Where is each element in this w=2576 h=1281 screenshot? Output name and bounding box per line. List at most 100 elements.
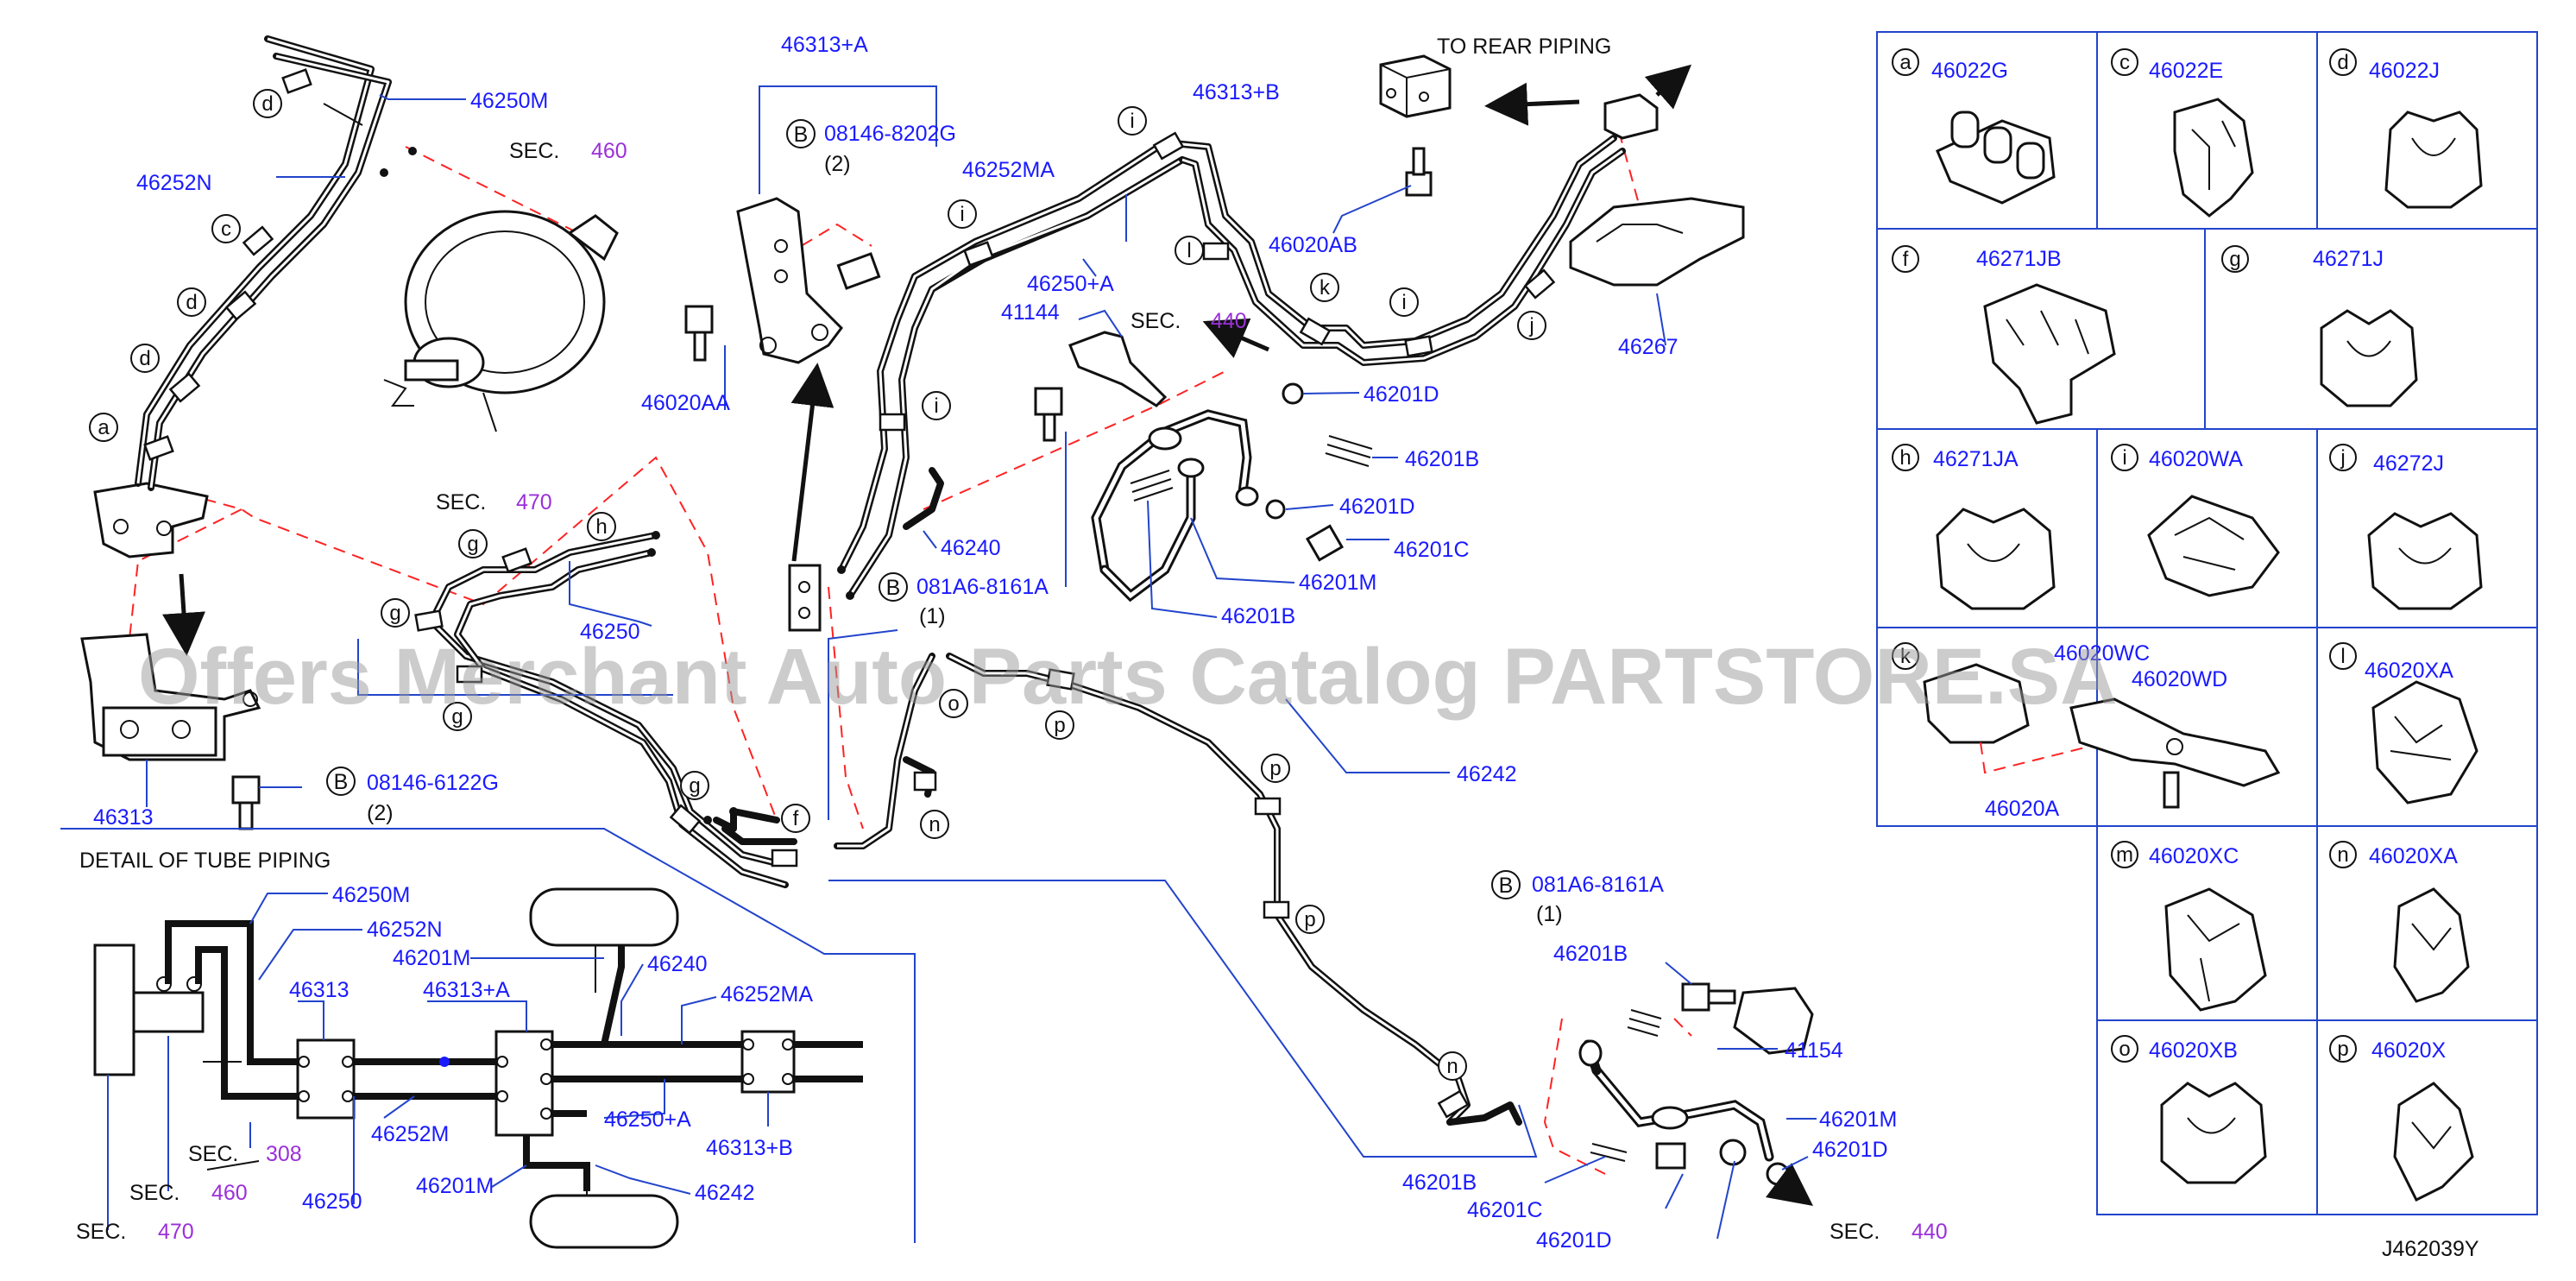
hose-assembly-lower	[1578, 987, 1814, 1186]
to-rear-piping-heading: TO REAR PIPING	[1437, 35, 1611, 59]
sec-prefix: SEC.	[129, 1181, 180, 1205]
detail-label-46313B: 46313+B	[706, 1136, 793, 1160]
sec-prefix: SEC.	[1131, 309, 1181, 333]
label-081A6-8161A: 081A6-8161A	[916, 575, 1049, 599]
legend-part: 46022E	[2149, 59, 2223, 83]
main-piping-area: d c d d a g h g g g f i i i l k i j o p …	[80, 33, 1948, 1253]
detail-label-46201M: 46201M	[416, 1174, 494, 1198]
label-46313B: 46313+B	[1193, 80, 1280, 104]
section-refs: SEC. 460 SEC. 470 SEC. 440 SEC. 440	[436, 139, 1948, 1244]
leader-lines	[146, 85, 1817, 1240]
clip-letter-i: i	[1130, 110, 1134, 133]
legend-letter: k	[1900, 645, 1912, 668]
legend-part: 46272J	[2373, 451, 2444, 476]
bolt-letter-b: B	[886, 576, 901, 600]
label-41144: 41144	[1001, 300, 1060, 325]
clip-letter-i: i	[934, 394, 938, 418]
label-46252N: 46252N	[136, 171, 212, 195]
clip-letter-markers: d c d d a g h g g g f i i i l k i j o p …	[89, 89, 1546, 1081]
label-46240: 46240	[941, 536, 1001, 560]
detail-label-46250: 46250	[302, 1190, 362, 1214]
label-46250M: 46250M	[470, 89, 548, 113]
clip-letter-f: f	[793, 807, 799, 830]
label-46267: 46267	[1618, 335, 1678, 359]
detail-heading: DETAIL OF TUBE PIPING	[79, 849, 331, 873]
legend-part: 46020X	[2371, 1038, 2447, 1063]
legend-letter: n	[2337, 843, 2348, 867]
label-46201C: 46201C	[1467, 1198, 1543, 1222]
legend-letter: i	[2122, 446, 2126, 470]
direction-arrows	[162, 64, 1813, 1206]
clip-letter-j: j	[1528, 314, 1534, 338]
sec-ref-440: 440	[1912, 1220, 1948, 1244]
legend-part: 46020A	[1985, 797, 2060, 821]
legend-letter: g	[2229, 248, 2240, 271]
label-41154: 41154	[1785, 1038, 1843, 1063]
bracket-upper-left	[80, 482, 261, 761]
rear-junctions	[1379, 54, 1745, 287]
sec-prefix: SEC.	[76, 1220, 126, 1244]
tubes-upper	[837, 135, 1626, 600]
clip-letter-n: n	[929, 813, 940, 836]
label-46201D: 46201D	[1339, 495, 1415, 519]
legend-part: 46020XC	[2149, 844, 2239, 868]
legend-part: 46020WA	[2149, 447, 2243, 471]
sec-ref-460: 460	[591, 139, 627, 163]
clip-letter-d: d	[186, 291, 197, 314]
clip-letter-k: k	[1319, 276, 1331, 300]
clip-letter-o: o	[948, 692, 959, 716]
legend-part: 46020WD	[2132, 667, 2227, 691]
sec-ref-470: 470	[516, 490, 552, 514]
sec-ref-460: 460	[211, 1181, 248, 1205]
bolt-markers: B B B B	[326, 119, 1521, 899]
label-46020AA: 46020AA	[641, 391, 730, 415]
legend-part: 46020WC	[2054, 641, 2150, 666]
label-46020AB: 46020AB	[1269, 233, 1357, 257]
label-08146-8202G: 08146-8202G	[824, 122, 956, 146]
label-46201M: 46201M	[1819, 1107, 1897, 1132]
clip-letter-p: p	[1304, 908, 1315, 931]
detail-label-46313A: 46313+A	[423, 978, 510, 1002]
clip-letter-c: c	[221, 218, 231, 241]
legend-part: 46022J	[2369, 59, 2440, 83]
clip-letter-p: p	[1269, 757, 1281, 780]
clip-letter-g: g	[467, 533, 478, 556]
qty-label: (2)	[367, 801, 394, 825]
detail-label-46313: 46313	[289, 978, 350, 1002]
legend-part: 46020XB	[2149, 1038, 2238, 1063]
brake-booster	[383, 210, 619, 432]
legend-letter: o	[2119, 1038, 2130, 1061]
legend-part: 46022G	[1931, 59, 2008, 83]
clip-letter-i: i	[1401, 291, 1406, 314]
clip-letter-a: a	[98, 416, 110, 439]
clip-letter-p: p	[1054, 714, 1065, 737]
label-46242: 46242	[1457, 762, 1517, 786]
clip-letter-h: h	[595, 515, 607, 539]
bolt-letter-b: B	[1499, 874, 1514, 898]
detail-label-46250M: 46250M	[332, 883, 410, 907]
label-08146-6122G: 08146-6122G	[367, 771, 499, 795]
clip-letter-l: l	[1187, 239, 1191, 262]
legend-part: 46020XA	[2365, 659, 2453, 683]
legend-letter: a	[1899, 51, 1912, 74]
detail-label-46240: 46240	[647, 952, 708, 976]
label-46201D: 46201D	[1812, 1138, 1888, 1162]
detail-label-46201M: 46201M	[393, 946, 470, 970]
diagram-id: J462039Y	[2382, 1237, 2479, 1261]
label-46313: 46313	[93, 805, 154, 830]
label-46250: 46250	[580, 620, 640, 644]
legend-letter: p	[2337, 1038, 2348, 1061]
label-46313A: 46313+A	[781, 33, 868, 57]
sec-ref-470: 470	[158, 1220, 194, 1244]
sec-prefix: SEC.	[1830, 1220, 1880, 1244]
detail-label-46252M: 46252M	[371, 1122, 449, 1146]
legend-part: 46020XA	[2369, 844, 2458, 868]
clip-letter-g: g	[689, 774, 700, 798]
legend-letter: d	[2337, 51, 2348, 74]
part-labels: 46250M 46252N 46313+A 08146-8202G (2) 46…	[93, 33, 1897, 1253]
sec-prefix: SEC.	[436, 490, 486, 514]
label-46201B: 46201B	[1221, 604, 1295, 628]
detail-label-46242: 46242	[695, 1181, 755, 1205]
detail-label-46250A: 46250+A	[604, 1107, 691, 1132]
watermark-text: Offers Merchant Auto Parts Catalog PARTS…	[138, 633, 2118, 721]
